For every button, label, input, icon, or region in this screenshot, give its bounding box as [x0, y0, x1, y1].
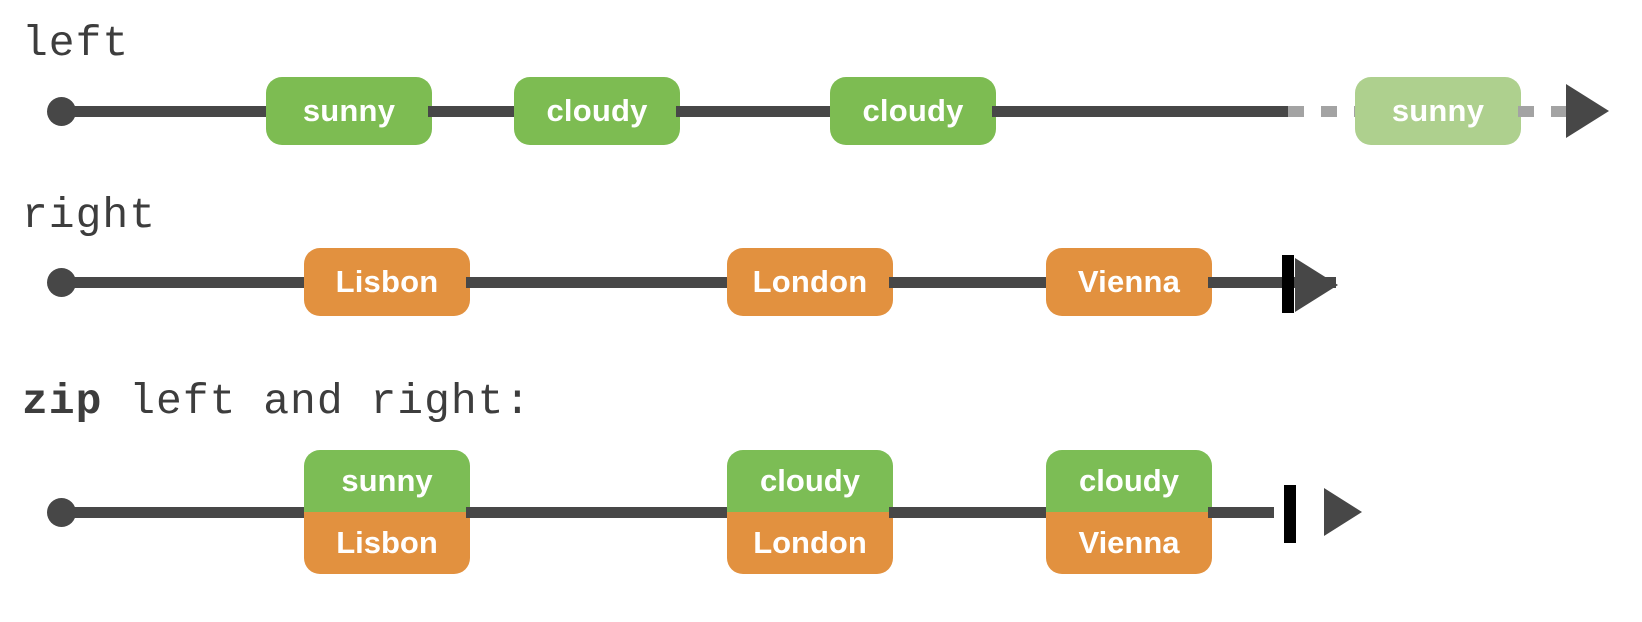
zip-pair-1[interactable]: sunny Lisbon: [304, 450, 470, 574]
timeline-segment-left-3: [676, 106, 834, 117]
zip-pair-3-top[interactable]: cloudy: [1046, 450, 1212, 512]
timeline-segment-left-1: [74, 106, 270, 117]
timeline-end-bar-zip: [1284, 485, 1296, 543]
timeline-segment-left-4: [992, 106, 1290, 117]
zip-pair-1-bottom[interactable]: Lisbon: [304, 512, 470, 574]
row-label-zip-rest: left and right:: [102, 377, 532, 426]
event-box-left-1[interactable]: sunny: [266, 77, 432, 145]
timeline-segment-zip-3: [889, 507, 1053, 518]
event-box-left-4-faded[interactable]: sunny: [1355, 77, 1521, 145]
zip-pair-3-bottom[interactable]: Vienna: [1046, 512, 1212, 574]
timeline-segment-zip-2: [466, 507, 732, 518]
event-box-left-2[interactable]: cloudy: [514, 77, 680, 145]
zip-pair-2-bottom[interactable]: London: [727, 512, 893, 574]
zip-pair-3[interactable]: cloudy Vienna: [1046, 450, 1212, 574]
timeline-start-dot-right: [47, 268, 76, 297]
row-label-zip: zip left and right:: [22, 380, 531, 423]
event-box-left-3[interactable]: cloudy: [830, 77, 996, 145]
event-box-right-2[interactable]: London: [727, 248, 893, 316]
timeline-end-bar-right: [1282, 255, 1294, 313]
timeline-arrow-zip: [1324, 488, 1362, 536]
event-box-right-1[interactable]: Lisbon: [304, 248, 470, 316]
row-label-zip-keyword: zip: [22, 377, 103, 426]
timeline-segment-left-dashed-1: [1288, 106, 1360, 117]
zip-pair-2-top[interactable]: cloudy: [727, 450, 893, 512]
timeline-segment-right-1: [74, 277, 308, 288]
row-label-right: right: [22, 191, 157, 240]
zip-pair-2[interactable]: cloudy London: [727, 450, 893, 574]
zip-pair-1-top[interactable]: sunny: [304, 450, 470, 512]
timeline-start-dot-zip: [47, 498, 76, 527]
timeline-segment-right-2: [466, 277, 732, 288]
event-box-right-3[interactable]: Vienna: [1046, 248, 1212, 316]
timeline-arrow-left: [1566, 84, 1609, 138]
timeline-segment-right-4: [1208, 277, 1336, 288]
timeline-segment-zip-4: [1208, 507, 1274, 518]
timeline-segment-zip-1: [74, 507, 308, 518]
timeline-arrow-right: [1295, 258, 1338, 312]
timeline-segment-right-3: [889, 277, 1053, 288]
row-label-left: left: [22, 19, 130, 68]
timeline-segment-left-dashed-2: [1518, 106, 1574, 117]
timeline-start-dot-left: [47, 97, 76, 126]
timeline-segment-left-2: [428, 106, 518, 117]
